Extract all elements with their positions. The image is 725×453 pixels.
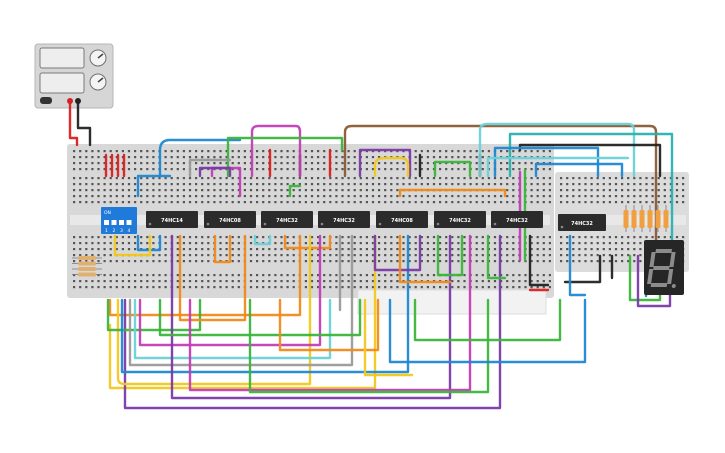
wire-orange[interactable] [108, 234, 302, 317]
dip-position-label: 1 [105, 228, 108, 234]
ic-chip-label: 74HC14 [161, 218, 183, 224]
dip-position-label: 3 [120, 228, 123, 234]
wire-purple[interactable] [373, 234, 422, 272]
wire-green[interactable] [158, 298, 362, 337]
resistor-left-3[interactable] [78, 267, 96, 271]
seven-segment-display[interactable] [644, 240, 684, 295]
wire-blue[interactable] [388, 298, 587, 364]
wire-magenta[interactable] [138, 234, 322, 347]
wire-yellow[interactable] [373, 156, 410, 178]
wire-cyan[interactable] [133, 298, 332, 360]
wire-green[interactable] [436, 234, 464, 277]
wire-cyan[interactable] [478, 122, 636, 178]
wire-purple[interactable] [170, 234, 452, 400]
power-supply[interactable] [34, 43, 114, 109]
resistor-right-2[interactable] [631, 205, 637, 232]
wire-black[interactable] [76, 99, 92, 147]
wire-purple[interactable] [636, 254, 672, 308]
ic-chip-label: 74HC32 [276, 218, 298, 224]
ic-chip-5[interactable]: 74HC08 [376, 211, 428, 228]
ic-layer: 74HC14 74HC08 74HC32 74HC32 74HC08 74HC32 74HC… [146, 211, 606, 231]
ic-chip-8[interactable]: 74HC32 [558, 214, 606, 231]
resistor-left-2[interactable] [78, 261, 96, 266]
ic-chip-label: 74HC08 [391, 218, 413, 224]
resistor-left-4[interactable] [78, 272, 96, 277]
wire-black[interactable] [563, 254, 602, 284]
resistor-groups[interactable] [72, 205, 669, 277]
wire-cyan[interactable] [486, 156, 630, 178]
wire-green[interactable] [413, 298, 562, 342]
workspace-shadow [357, 289, 547, 315]
resistor-left-1[interactable] [78, 256, 96, 260]
wire-brown[interactable] [343, 124, 658, 242]
wire-blue[interactable] [568, 234, 587, 297]
wire-black[interactable] [528, 234, 550, 287]
ic-chip-label: 74HC08 [219, 218, 241, 224]
wire-blue[interactable] [158, 138, 242, 178]
wire-yellow[interactable] [108, 234, 377, 390]
ic-chip-4[interactable]: 74HC32 [318, 211, 370, 228]
wire-blue[interactable] [493, 146, 600, 178]
dip-position-label: 4 [128, 228, 131, 234]
wire-orange[interactable] [178, 234, 247, 322]
wire-purple[interactable] [358, 148, 412, 178]
wire-green[interactable] [248, 298, 490, 394]
resistor-right-4[interactable] [647, 205, 653, 232]
dip-position-label: 2 [113, 228, 116, 234]
resistor-right-6[interactable] [663, 205, 669, 232]
wire-orange[interactable] [398, 234, 452, 284]
wire-yellow[interactable] [363, 298, 414, 377]
wire-green[interactable] [106, 298, 202, 332]
wire-purple[interactable] [198, 166, 232, 178]
segment-digit-8 [647, 249, 676, 288]
dip-switch-label: ON [104, 210, 111, 216]
wire-gray[interactable] [128, 234, 354, 367]
wire-magenta[interactable] [188, 234, 472, 392]
wire-orange[interactable] [283, 234, 332, 250]
resistor-right-1[interactable] [623, 205, 629, 232]
wire-red[interactable] [68, 99, 79, 147]
ic-chip-1[interactable]: 74HC14 [146, 211, 198, 228]
wire-gray[interactable] [188, 158, 232, 178]
wire-purple[interactable] [123, 234, 502, 410]
wire-orange[interactable] [278, 298, 380, 352]
wire-layer[interactable] [68, 99, 674, 410]
ic-chip-7[interactable]: 74HC32 [491, 211, 543, 228]
wire-yellow[interactable] [116, 234, 312, 386]
wire-green[interactable] [288, 184, 302, 198]
wire-green[interactable] [486, 234, 507, 280]
wire-orange[interactable] [213, 234, 232, 264]
wire-teal[interactable] [508, 132, 674, 242]
ic-chip-label: 74HC32 [571, 221, 593, 227]
ic-chip-label: 74HC32 [333, 218, 355, 224]
resistor-right-3[interactable] [639, 205, 645, 232]
wire-orange[interactable] [398, 188, 507, 198]
wire-blue[interactable] [534, 162, 624, 178]
ic-chip-2[interactable]: 74HC08 [204, 211, 256, 228]
wire-green[interactable] [226, 136, 344, 178]
wire-green[interactable] [433, 160, 472, 178]
ic-chip-label: 74HC32 [449, 218, 471, 224]
ic-chip-3[interactable]: 74HC32 [261, 211, 313, 228]
ic-chip-6[interactable]: 74HC32 [434, 211, 486, 228]
ic-chip-label: 74HC32 [506, 218, 528, 224]
wire-yellow[interactable] [113, 234, 152, 257]
wire-magenta[interactable] [250, 124, 302, 178]
wire-green[interactable] [628, 254, 662, 302]
resistor-right-5[interactable] [655, 205, 661, 232]
wire-cyan[interactable] [253, 234, 272, 246]
wire-blue[interactable] [120, 234, 410, 374]
